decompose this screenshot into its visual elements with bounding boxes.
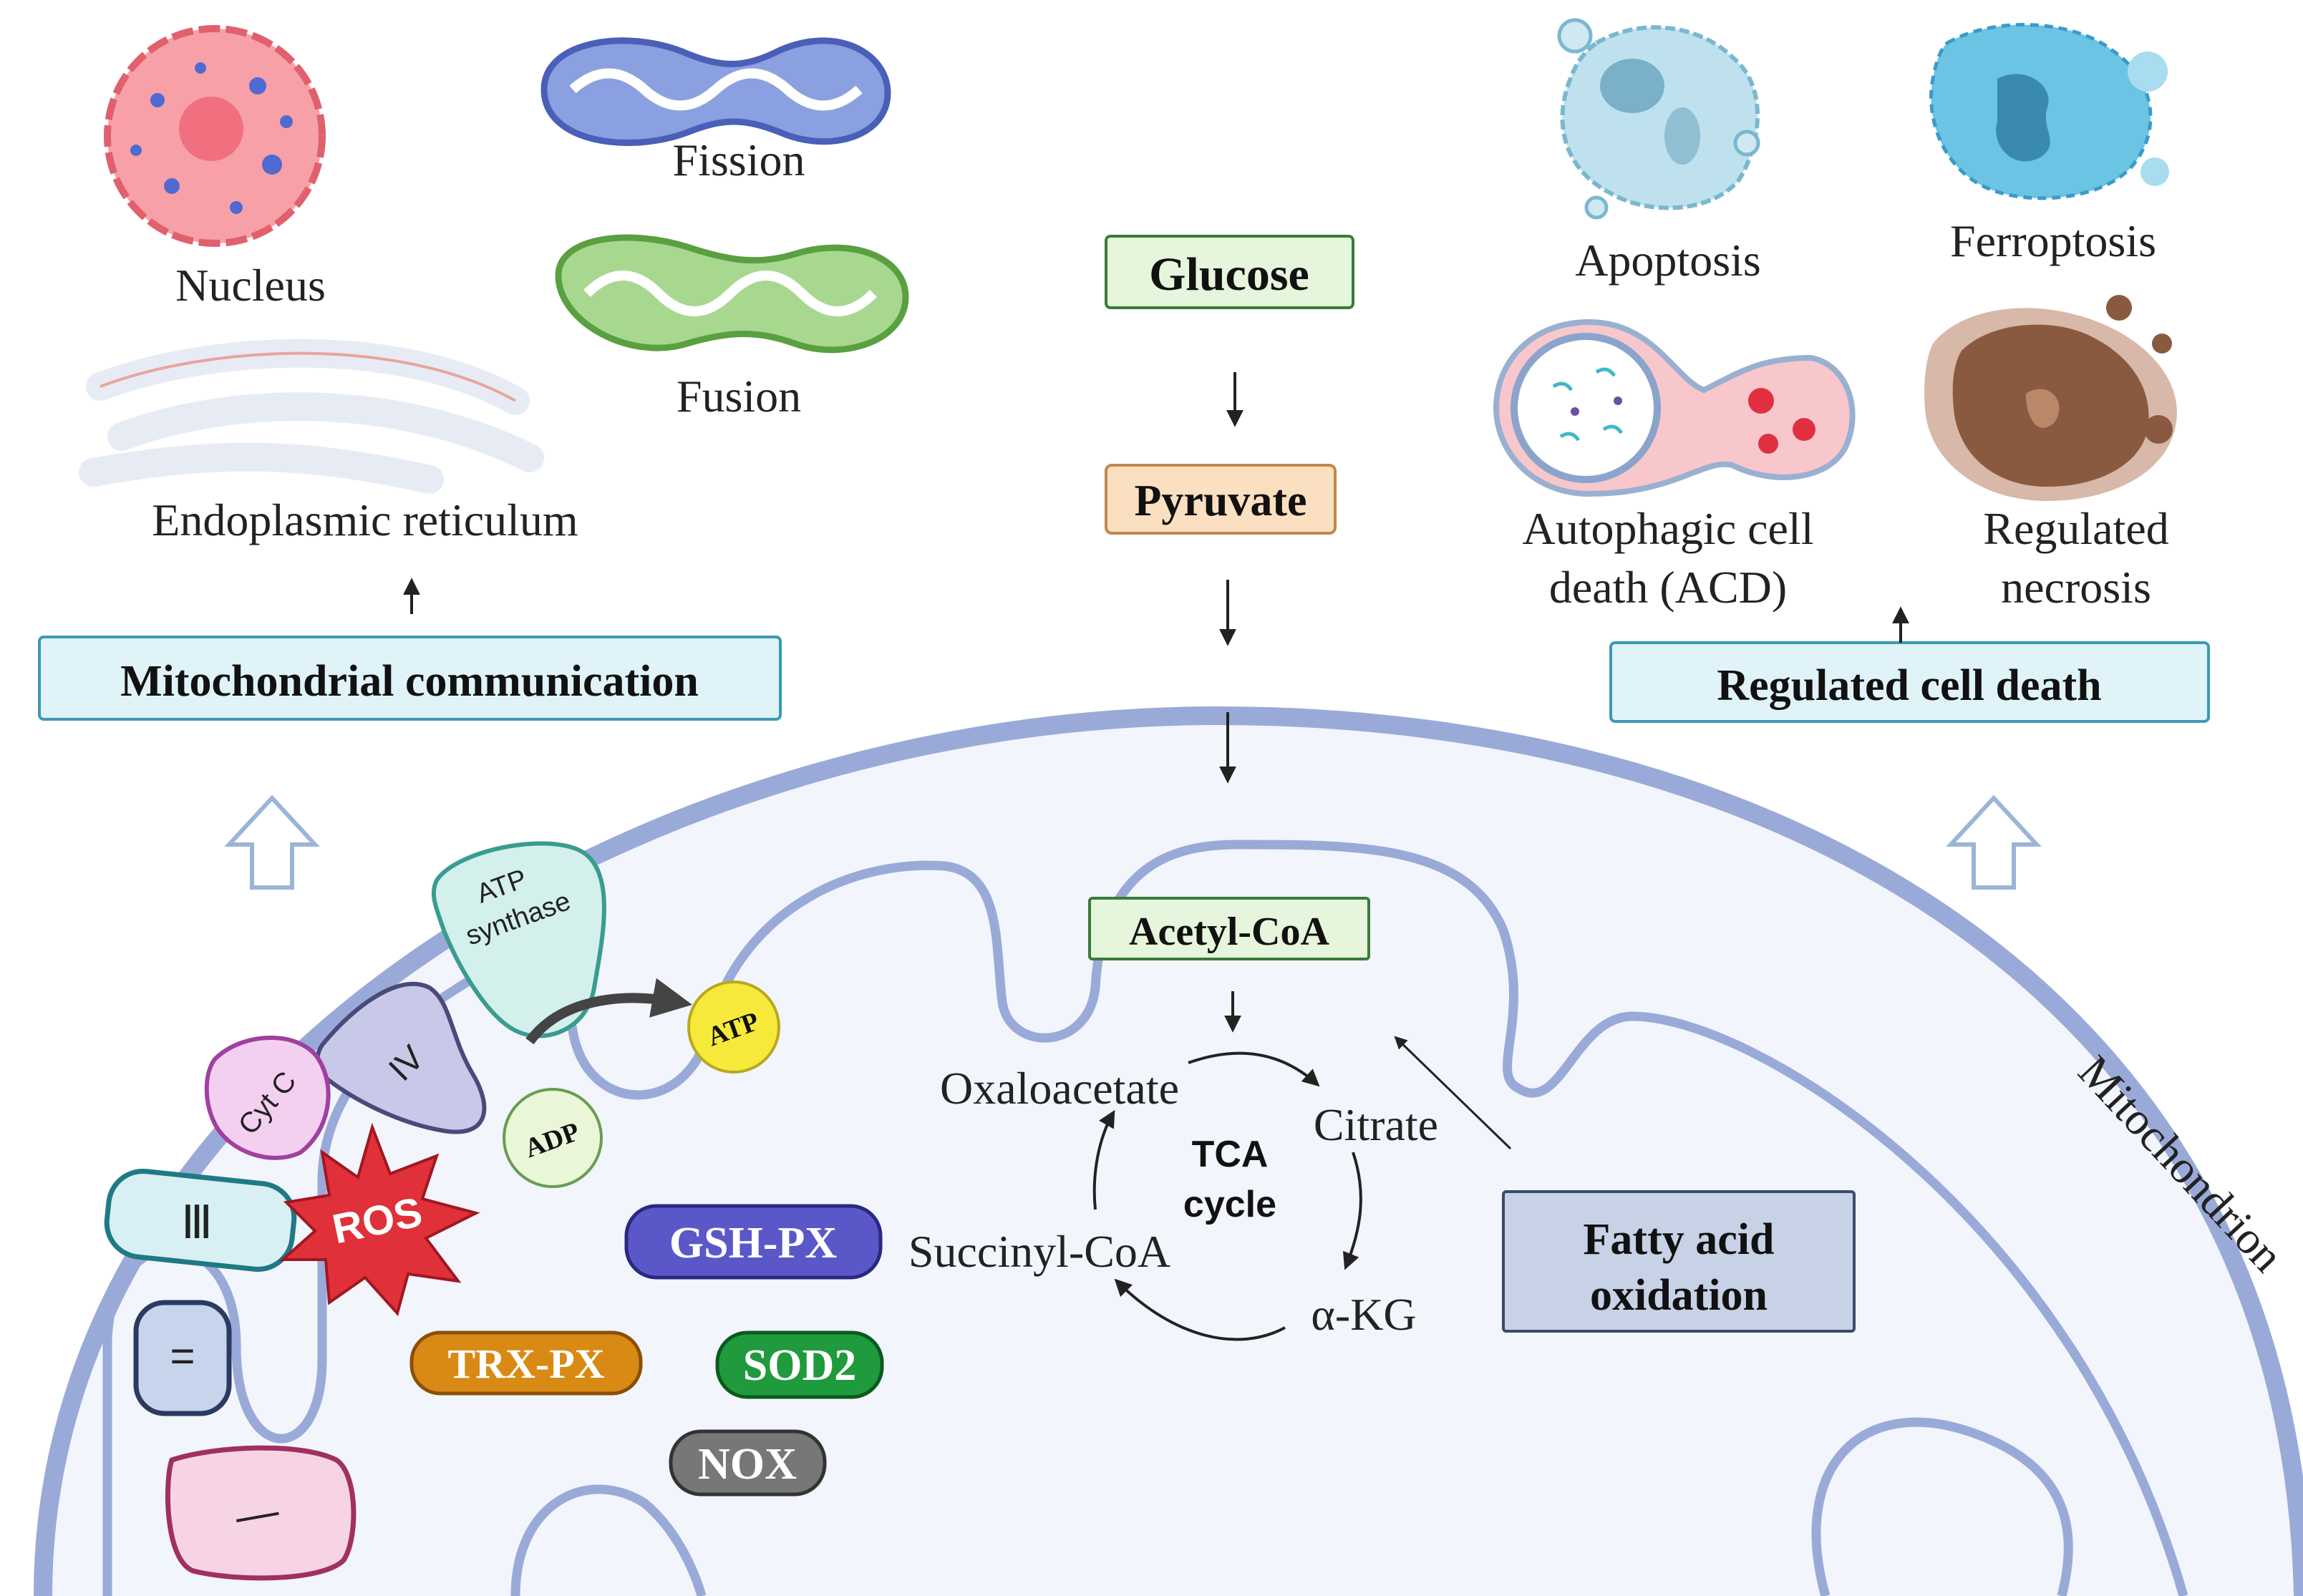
- fission-label: Fission: [673, 135, 805, 185]
- acd-label-line1: Autophagic cell: [1523, 503, 1814, 554]
- complex-i: —: [165, 1445, 357, 1581]
- citrate-label: Citrate: [1314, 1099, 1438, 1150]
- complex-ii: =: [133, 1300, 232, 1416]
- hollow-up-arrow-right: [1946, 794, 2042, 890]
- hollow-up-arrow-left: [224, 794, 320, 890]
- succinyl-coa-label: Succinyl-CoA: [908, 1226, 1170, 1277]
- tca-cycle: TCA cycle Oxaloacetate Citrate α-KG Succ…: [908, 1051, 1438, 1341]
- mitochondrial-communication-label: Mitochondrial communication: [120, 657, 699, 706]
- ferroptosis-illustration: Ferroptosis: [1929, 23, 2169, 266]
- fusion-label: Fusion: [677, 371, 801, 422]
- tca-center-line2: cycle: [1183, 1184, 1276, 1225]
- ros-burst-icon: [278, 1122, 480, 1317]
- trx-px-label: TRX-PX: [447, 1340, 604, 1387]
- necrosis-label-line1: Regulated: [1983, 503, 2168, 554]
- complex-iv-icon: [315, 981, 487, 1134]
- complex-iii-icon: [104, 1168, 297, 1273]
- regulated-cell-death-label: Regulated cell death: [1717, 661, 2101, 710]
- acetyl-coa-box: Acetyl-CoA: [1088, 897, 1370, 960]
- acetyl-coa-label: Acetyl-CoA: [1129, 910, 1329, 954]
- tca-center-line1: TCA: [1192, 1134, 1269, 1175]
- fao-label-line2: oxidation: [1590, 1271, 1768, 1320]
- regulated-necrosis-illustration: Regulated necrosis: [1924, 295, 2177, 613]
- nucleus-illustration: Nucleus: [104, 25, 326, 311]
- pyruvate-label: Pyruvate: [1134, 477, 1306, 525]
- glucose-box: Glucose: [1105, 235, 1354, 309]
- acd-label-line2: death (ACD): [1549, 562, 1787, 613]
- apoptosis-cell-icon: [1560, 25, 1760, 210]
- nucleus-label: Nucleus: [175, 260, 326, 311]
- cytochrome-c: Cyt C: [204, 1036, 331, 1160]
- oxaloacetate-label: Oxaloacetate: [940, 1063, 1179, 1114]
- sod2-pill: SOD2: [715, 1330, 884, 1399]
- fusion-illustration: Fusion: [555, 234, 909, 422]
- atp-molecule: ATP: [687, 981, 780, 1074]
- akg-label: α-KG: [1311, 1289, 1416, 1340]
- adp-molecule: ADP: [503, 1088, 603, 1188]
- er-label: Endoplasmic reticulum: [152, 495, 578, 545]
- complex-iii-label: Ⅲ: [181, 1197, 213, 1248]
- complex-ii-label: =: [170, 1332, 195, 1380]
- nox-label: NOX: [698, 1440, 797, 1489]
- glucose-label: Glucose: [1149, 248, 1309, 301]
- fatty-acid-oxidation-box: Fatty acid oxidation: [1502, 1190, 1856, 1333]
- fao-label-line1: Fatty acid: [1584, 1215, 1775, 1264]
- mitochondrial-communication-box: Mitochondrial communication: [38, 636, 782, 721]
- pyruvate-box: Pyruvate: [1105, 464, 1337, 535]
- ferroptosis-label: Ferroptosis: [1950, 215, 2156, 266]
- inner-membrane-right: [1811, 1417, 2073, 1596]
- atp-synthase: ATP synthase: [431, 841, 606, 1038]
- complex-iv: IV: [315, 981, 487, 1134]
- regulated-cell-death-box: Regulated cell death: [1609, 641, 2210, 723]
- inner-membrane-lower: [510, 1484, 707, 1596]
- er-illustration: Endoplasmic reticulum: [79, 339, 578, 545]
- gsh-px-pill: GSH-PX: [624, 1204, 883, 1280]
- gsh-px-label: GSH-PX: [669, 1219, 837, 1267]
- atp-icon: [687, 981, 780, 1074]
- necrosis-label-line2: necrosis: [2001, 562, 2151, 613]
- ros: ROS: [278, 1122, 480, 1317]
- complex-iii: Ⅲ: [104, 1168, 297, 1273]
- autophagic-cell-death-illustration: Autophagic cell death (ACD): [1493, 318, 1856, 613]
- inner-membrane-cristae: [102, 840, 2188, 1596]
- apoptosis-illustration: Apoptosis: [1557, 18, 1761, 286]
- sod2-label: SOD2: [743, 1341, 856, 1390]
- apoptosis-label: Apoptosis: [1575, 235, 1761, 286]
- fission-illustration: Fission: [540, 37, 891, 185]
- trx-px-pill: TRX-PX: [409, 1330, 643, 1396]
- complex-i-icon: [165, 1445, 357, 1581]
- complex-ii-icon: [133, 1300, 232, 1416]
- cytc-icon: [204, 1036, 331, 1160]
- complex-i-label: —: [232, 1486, 283, 1540]
- adp-icon: [503, 1088, 603, 1188]
- nox-pill: NOX: [669, 1429, 827, 1497]
